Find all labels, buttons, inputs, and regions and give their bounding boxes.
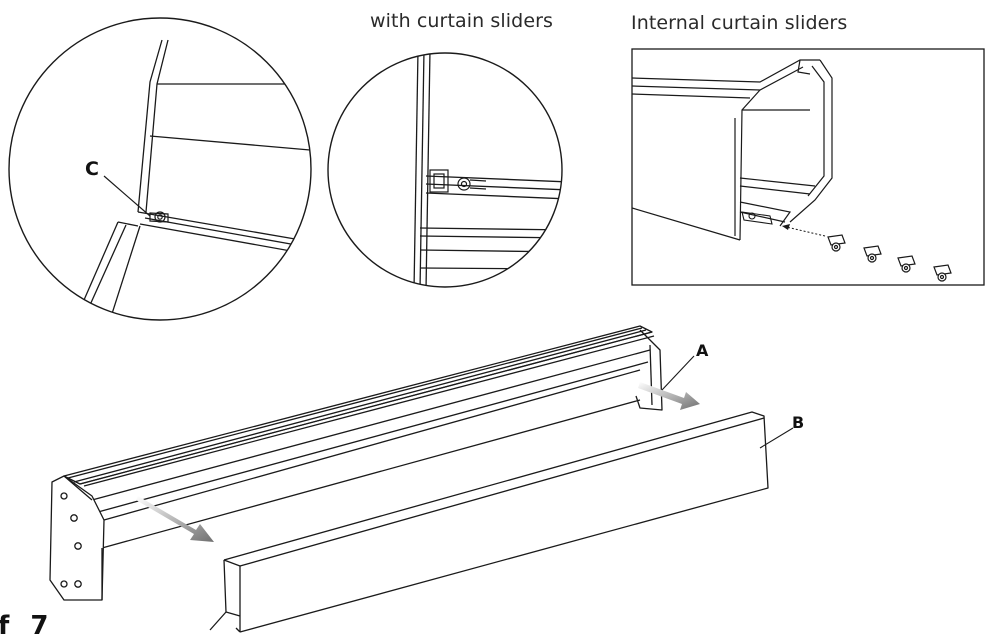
detail-circle-left [8,17,312,321]
callout-label-c: C [85,158,99,180]
curtain-slider-icons [827,234,952,282]
cropped-step-label: f 7 [0,611,55,641]
caption-with-curtain-sliders: with curtain sliders [370,10,554,32]
leader-a [661,355,695,391]
caption-internal-curtain-sliders: Internal curtain sliders [631,12,848,34]
leader-b [759,427,794,449]
detail-circle-middle [327,52,563,288]
removal-arrows [136,382,700,542]
cassette-housing [49,325,663,601]
front-cover [209,411,769,633]
callout-label-a: A [696,341,709,360]
internal-sliders-panel [631,48,985,286]
callout-label-b: B [792,413,805,432]
